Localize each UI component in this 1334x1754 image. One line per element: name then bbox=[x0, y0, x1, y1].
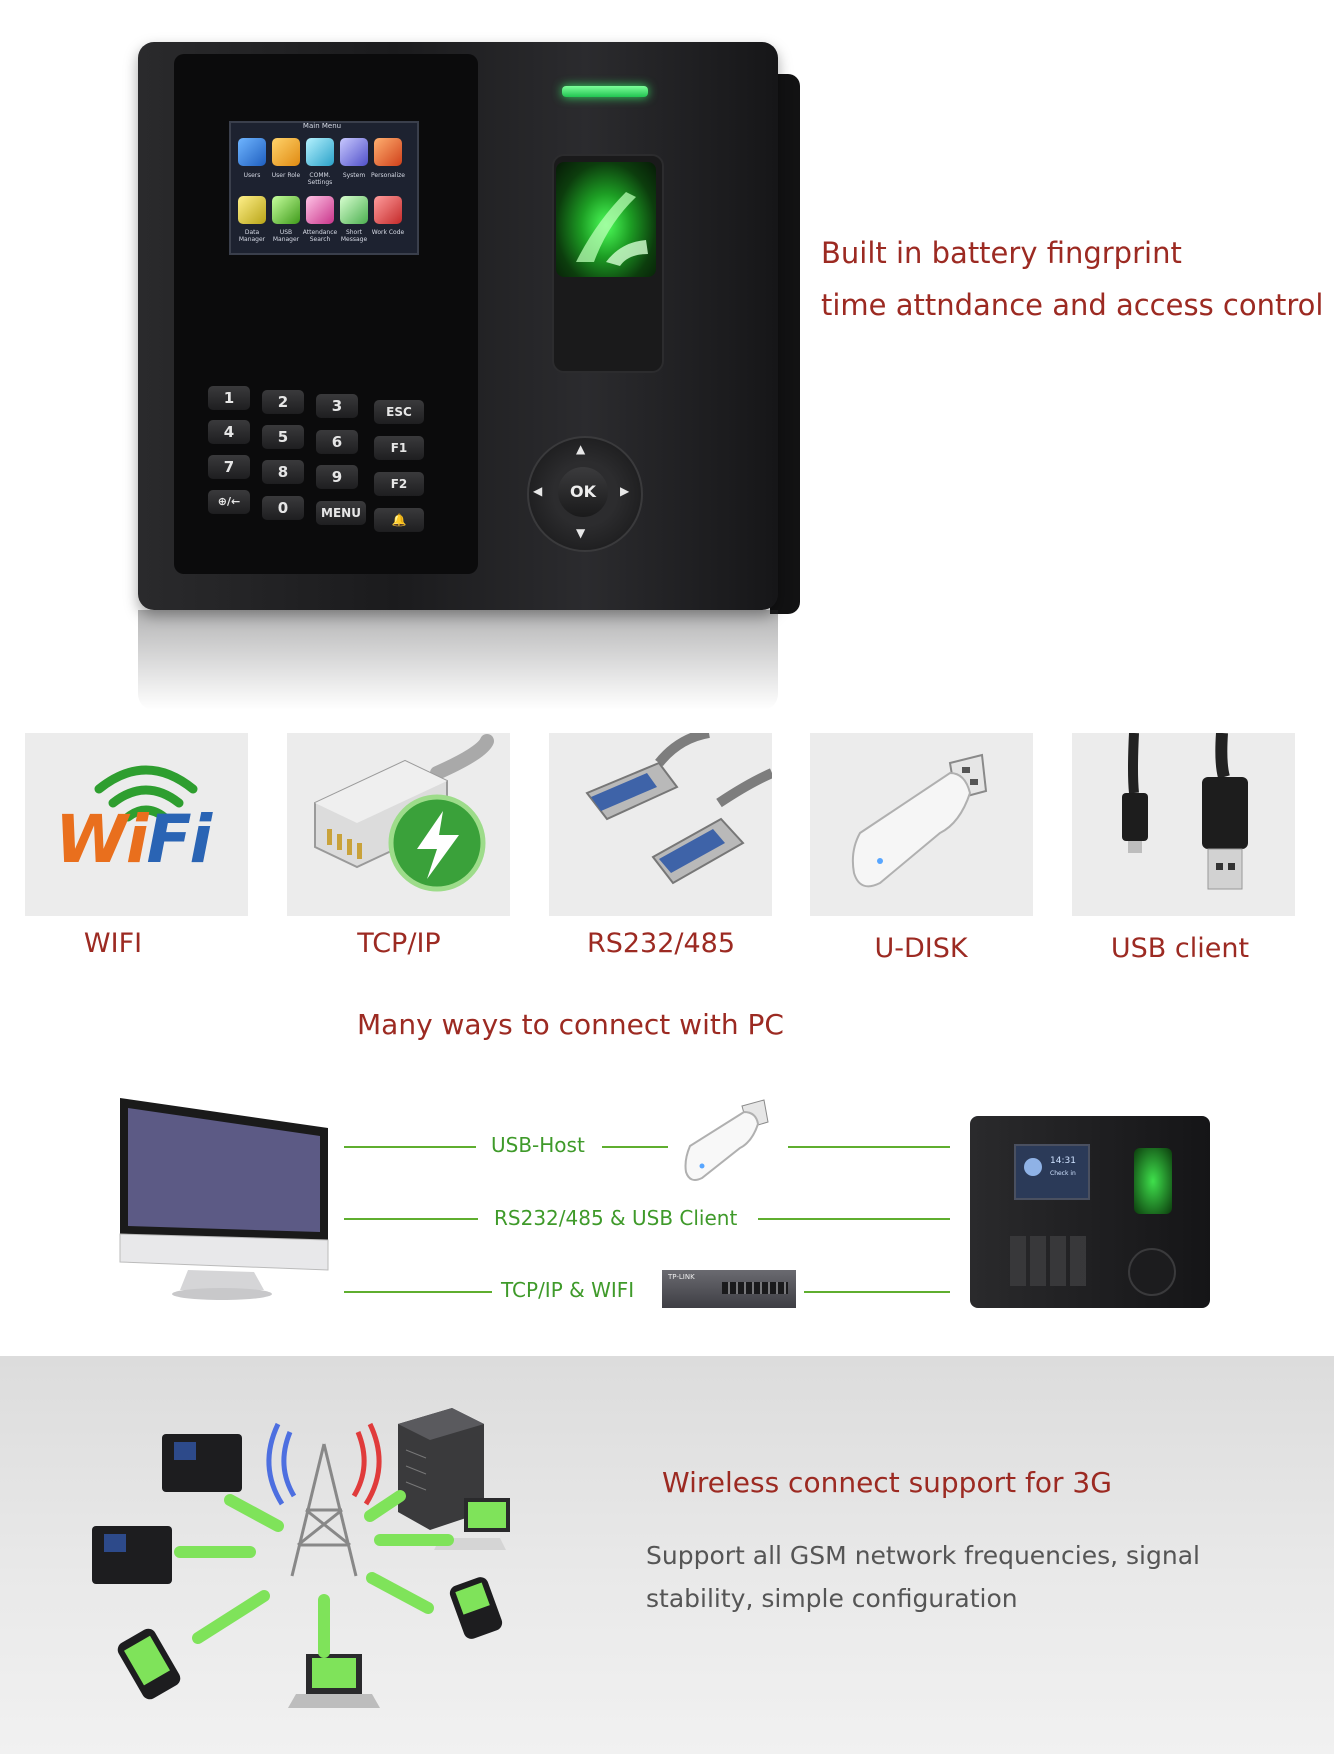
screen-title: Main Menu bbox=[302, 122, 342, 130]
rs232-line-right bbox=[758, 1218, 950, 1220]
small-fingerprint-icon bbox=[1134, 1148, 1172, 1214]
menu-label: Personalize bbox=[370, 172, 405, 179]
menu-label: System bbox=[342, 172, 366, 179]
udisk-tile bbox=[810, 733, 1033, 916]
attendance-search-icon bbox=[306, 196, 334, 224]
wireless-title: Wireless connect support for 3G bbox=[662, 1466, 1112, 1499]
usb-host-line-right bbox=[788, 1146, 950, 1148]
fingerprint-glow-shape bbox=[576, 192, 648, 266]
menu-label: Short Message bbox=[340, 229, 368, 243]
rs232-line-left bbox=[344, 1218, 478, 1220]
usb-flash-drive-icon bbox=[684, 1099, 769, 1181]
usb-host-line-left bbox=[344, 1146, 476, 1148]
wireless-network-illustration bbox=[92, 1408, 510, 1708]
screen-clock: 14:31 bbox=[1050, 1156, 1076, 1166]
users-icon bbox=[238, 138, 266, 166]
ok-button: OK bbox=[558, 467, 608, 517]
keypad-key: 6 bbox=[316, 430, 358, 454]
keypad-key: 1 bbox=[208, 386, 250, 410]
arrow-down-icon: ▼ bbox=[576, 526, 586, 540]
menu-label: Users bbox=[243, 172, 261, 179]
keypad-key: 3 bbox=[316, 394, 358, 418]
rs232-tile bbox=[549, 728, 775, 916]
wireless-body-line2: stability, simple configuration bbox=[646, 1584, 1018, 1613]
usb-manager-icon bbox=[272, 196, 300, 224]
connect-pc-caption: Many ways to connect with PC bbox=[357, 1008, 784, 1041]
bell-icon: 🔔 bbox=[374, 508, 424, 532]
small-terminal-screen: 14:31 Check in bbox=[1014, 1144, 1090, 1200]
wifi-icon bbox=[94, 765, 198, 822]
tcpip-tile bbox=[287, 733, 510, 916]
arrow-left-icon: ◀ bbox=[533, 484, 543, 498]
keypad-key: 8 bbox=[262, 460, 304, 484]
work-code-icon bbox=[374, 196, 402, 224]
tile-label-rs232: RS232/485 bbox=[586, 928, 736, 959]
usb-host-label: USB-Host bbox=[491, 1133, 585, 1157]
tile-label-tcpip: TCP/IP bbox=[357, 928, 441, 959]
clock-icon bbox=[1024, 1158, 1042, 1176]
small-keypad bbox=[1010, 1236, 1090, 1286]
arrow-right-icon: ▶ bbox=[620, 484, 630, 498]
keypad-key: 9 bbox=[316, 465, 358, 489]
keypad-key: 4 bbox=[208, 420, 250, 444]
serial-connector-icon bbox=[585, 728, 775, 885]
tile-label-wifi: WIFI bbox=[83, 928, 143, 959]
tcpip-wifi-label: TCP/IP & WIFI bbox=[501, 1278, 635, 1302]
usb-client-tile bbox=[1072, 732, 1295, 916]
keypad-key: ⊕/← bbox=[208, 490, 250, 514]
wireless-body-line1: Support all GSM network frequencies, sig… bbox=[646, 1541, 1200, 1570]
keypad-key: F2 bbox=[374, 472, 424, 496]
usb-flash-drive-icon bbox=[851, 753, 988, 888]
arrow-up-icon: ▲ bbox=[576, 442, 586, 456]
rs232-usb-client-label: RS232/485 & USB Client bbox=[494, 1206, 738, 1230]
wireless-body: Support all GSM network frequencies, sig… bbox=[646, 1534, 1266, 1620]
menu-label: Work Code bbox=[371, 229, 405, 236]
usb-host-line-mid bbox=[602, 1146, 668, 1148]
menu-label: Data Manager bbox=[238, 229, 266, 243]
short-message-icon bbox=[340, 196, 368, 224]
tile-label-udisk: U-DISK bbox=[874, 933, 968, 964]
menu-label: User Role bbox=[271, 172, 301, 179]
switch-brand: TP-LINK bbox=[668, 1273, 695, 1281]
comm-settings-icon bbox=[306, 138, 334, 166]
personalize-icon bbox=[374, 138, 402, 166]
data-manager-icon bbox=[238, 196, 266, 224]
usb-cable-icon bbox=[1122, 732, 1248, 890]
tcpip-line-left bbox=[344, 1291, 492, 1293]
menu-label: COMM. Settings bbox=[307, 172, 333, 186]
monitor-icon bbox=[119, 1098, 329, 1300]
network-switch-icon: TP-LINK bbox=[662, 1270, 796, 1308]
menu-label: USB Manager bbox=[272, 229, 300, 243]
hero-headline-line1: Built in battery fingrprint bbox=[821, 236, 1182, 270]
keypad-key: 5 bbox=[262, 425, 304, 449]
keypad-key: 7 bbox=[208, 455, 250, 479]
small-navigation-pad bbox=[1128, 1248, 1176, 1296]
keypad-key: F1 bbox=[374, 436, 424, 460]
system-icon bbox=[340, 138, 368, 166]
device-reflection bbox=[138, 610, 778, 710]
switch-ports bbox=[722, 1282, 788, 1294]
screen-status: Check in bbox=[1050, 1170, 1076, 1177]
wifi-logo-text: WiFi bbox=[55, 801, 212, 878]
tcpip-line-right bbox=[804, 1291, 950, 1293]
keypad-key: MENU bbox=[316, 501, 366, 525]
user-role-icon bbox=[272, 138, 300, 166]
status-led bbox=[562, 86, 648, 97]
keypad-key: ESC bbox=[374, 400, 424, 424]
ethernet-plug-icon bbox=[314, 734, 494, 892]
wifi-tile: WiFi bbox=[25, 733, 248, 916]
keypad-key: 0 bbox=[262, 496, 304, 520]
hero-headline-line2: time attndance and access control bbox=[821, 288, 1324, 322]
menu-label: Attendance Search bbox=[302, 229, 338, 243]
tile-label-usb-client: USB client bbox=[1110, 933, 1250, 964]
keypad-key: 2 bbox=[262, 390, 304, 414]
